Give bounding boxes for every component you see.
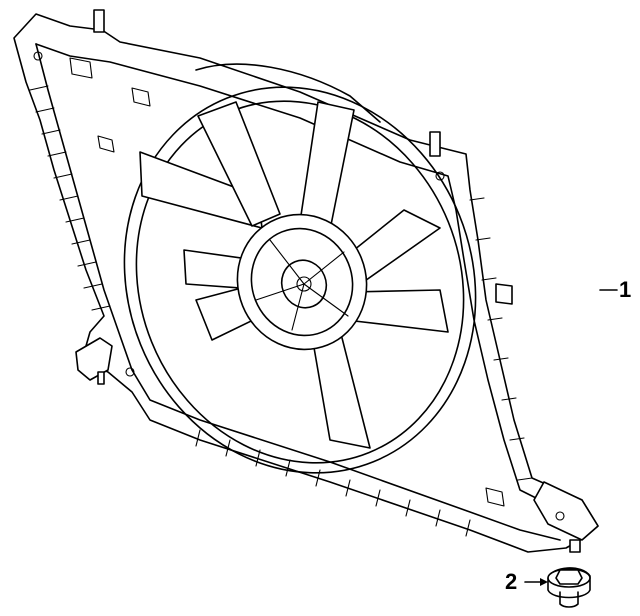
fan-ring	[123, 63, 477, 474]
retainer-nut	[547, 567, 591, 608]
fan-hub	[236, 213, 368, 351]
arrow-icon	[540, 578, 548, 586]
callout-1-label: 1	[619, 277, 632, 302]
callout-2-label: 2	[505, 569, 518, 594]
